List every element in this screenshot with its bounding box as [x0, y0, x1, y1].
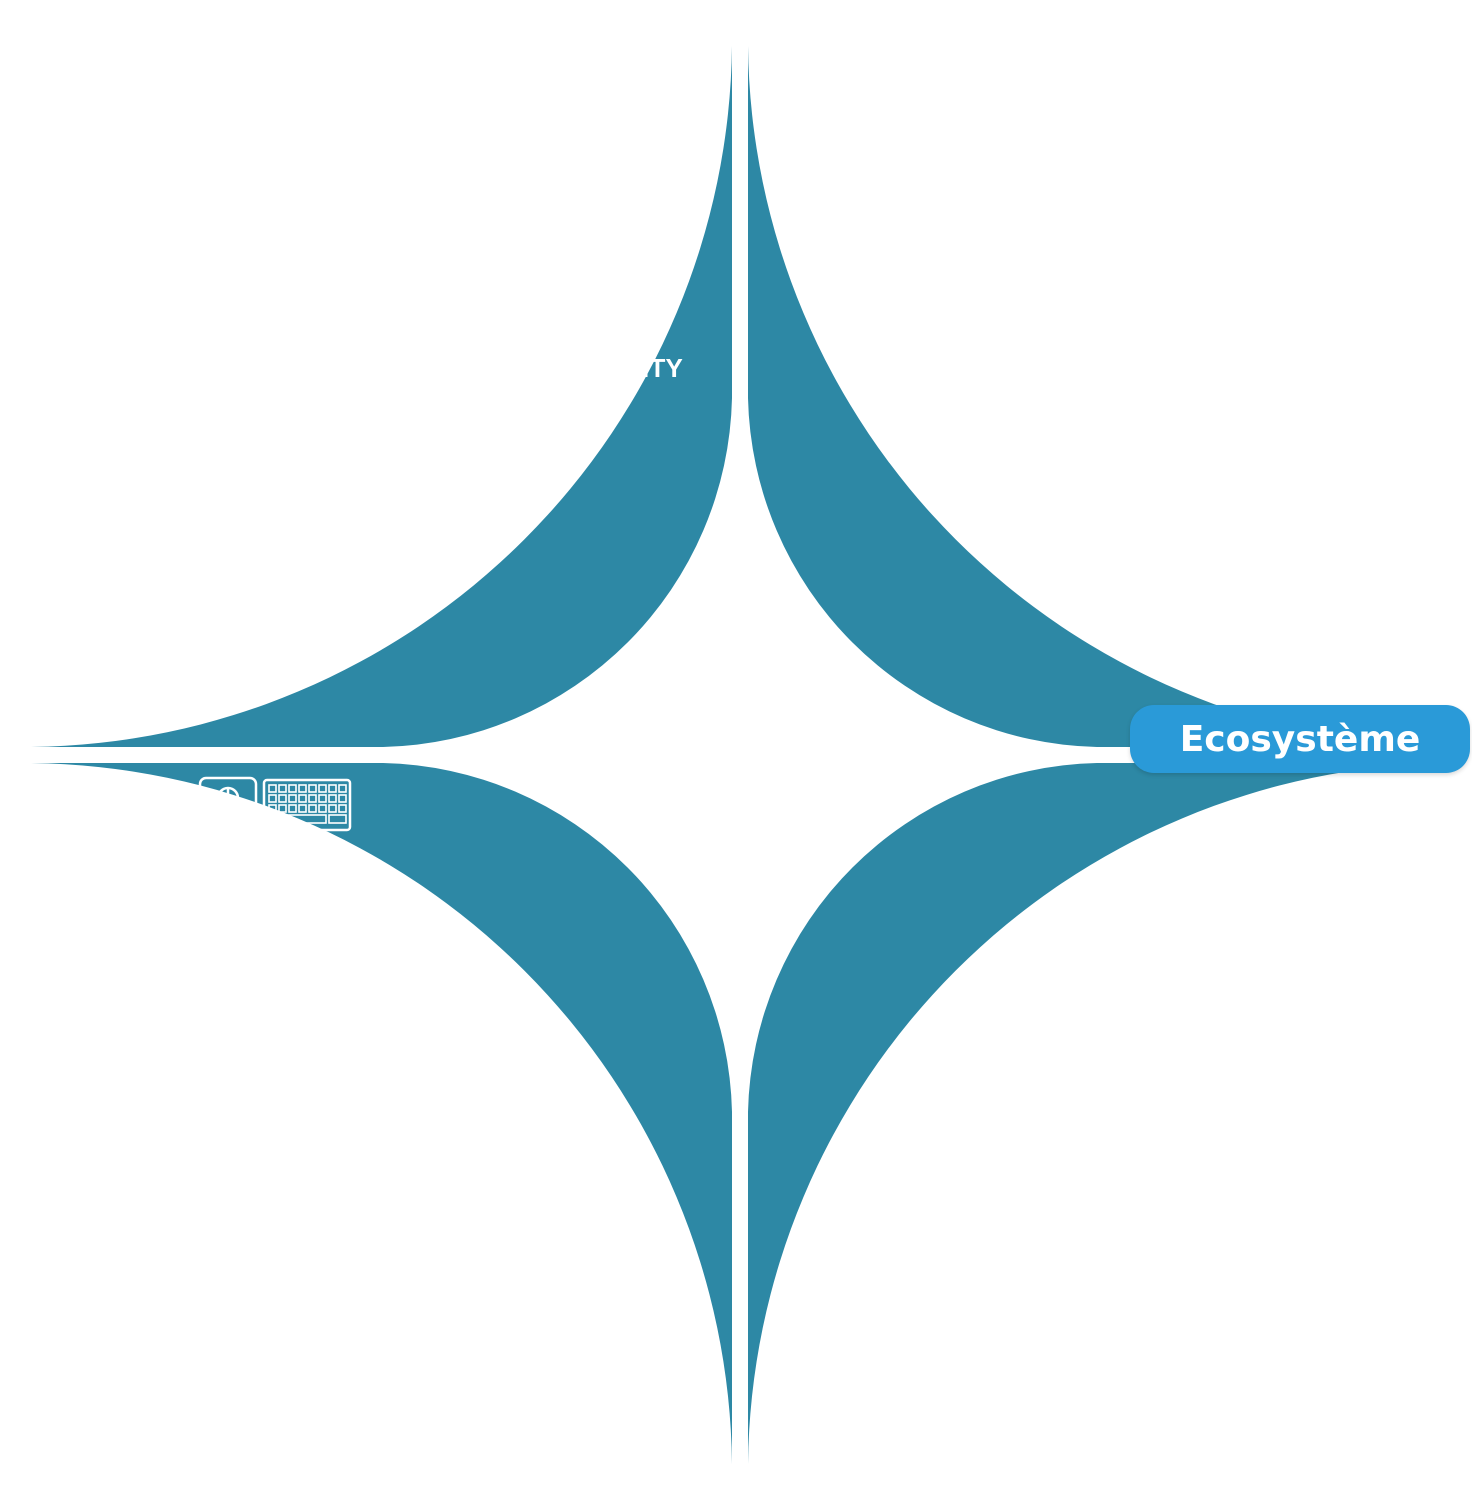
label-btob-hw: BTOB HW: [1061, 1116, 1187, 1146]
briefcase-icon: [584, 1256, 654, 1323]
light-bulb-icon: [292, 254, 354, 335]
label-protection: PROTECTION: [1228, 663, 1402, 693]
smartwatch-icon: [408, 344, 462, 425]
label-gaming-audio: GAMING AUDIO: [327, 1044, 437, 1108]
turntable-icon: [814, 122, 902, 189]
label-speaker: SPEAKER: [830, 348, 958, 378]
heartbeat-icon: [278, 508, 378, 589]
phone-handset-icon: [1092, 1034, 1158, 1103]
gaming-headset-icon: [348, 960, 424, 1035]
gamepad-icon: [494, 1088, 574, 1149]
label-smart-tv: SMART TV: [412, 238, 548, 268]
label-wellness: WELLNESS: [251, 595, 399, 625]
sim-card-icon: [930, 1170, 978, 1237]
label-drones: DRONES: [156, 484, 270, 514]
label-gaming-simulation: GAMING SIMULATION: [113, 998, 275, 1062]
label-services: SERVICES: [1150, 931, 1284, 961]
label-routers: ROUTERS: [89, 667, 219, 697]
label-pem: PEM: [632, 190, 690, 220]
label-gaming-protection: GAMING PROTECTION: [532, 1332, 706, 1396]
shield-icon: [1284, 578, 1346, 657]
router-icon: [110, 590, 202, 655]
headphones-icon: [1030, 205, 1116, 286]
segment-top-right: [748, 46, 1449, 747]
drone-icon: [176, 400, 252, 477]
label-home: HOME: [283, 346, 363, 376]
label-power: POWER: [1179, 433, 1279, 463]
label-office: OFFICE: [1009, 457, 1107, 487]
label-gaming-pc: GAMING PC: [221, 852, 331, 916]
label-wereables: WEREABLES: [352, 437, 520, 467]
label-gaming-console: GAMING CONSOLE: [472, 1161, 602, 1225]
people-connect-icon: [1160, 854, 1278, 917]
label-headsets: HEADSETS: [1000, 292, 1144, 322]
label-e-mobility: E-MOBILITY: [530, 353, 684, 383]
smart-tv-icon: [420, 160, 550, 235]
label-sim-card: SIM CARD: [888, 1249, 1020, 1279]
speaker-icon: [866, 256, 924, 341]
battery-icon: [1190, 372, 1272, 421]
gaming-chair-icon: [352, 1130, 414, 1231]
ecosysteme-badge: Ecosystème: [1130, 705, 1470, 773]
racing-simulator-icon: [150, 902, 236, 987]
running-person-icon: [1112, 508, 1194, 591]
mouse-keyboard-icon: [198, 776, 352, 839]
robot-vacuum-icon: [614, 86, 708, 185]
tablet-office-icon: [1022, 386, 1096, 445]
label-mobility: MOBILITY: [1086, 592, 1212, 622]
segment-bottom-left: [31, 763, 732, 1464]
segment-bottom-right: [748, 763, 1449, 1464]
label-gaming-equipment: GAMING EQUIPMENT: [309, 1240, 467, 1304]
e-scooter-icon: [560, 266, 656, 343]
label-turnable: TURNABLE: [783, 197, 929, 227]
segment-top-left: [31, 46, 732, 747]
